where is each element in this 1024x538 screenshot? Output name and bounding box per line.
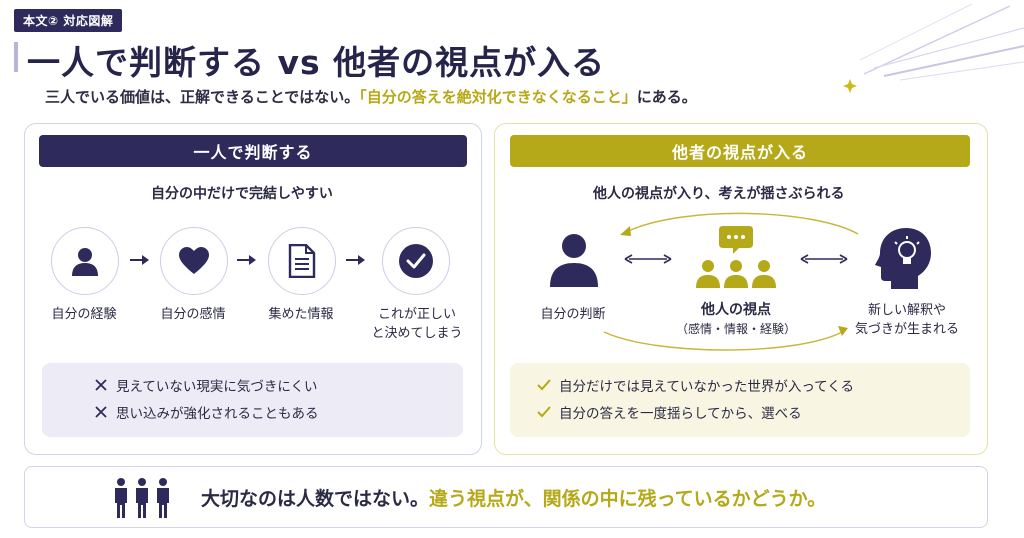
page-title: 一人で判断する vs 他者の視点が入る <box>27 43 606 82</box>
arrow-right-icon <box>237 255 256 265</box>
step-circle-decision <box>382 227 450 295</box>
person-icon <box>550 234 598 287</box>
arrow-right-icon <box>130 255 149 265</box>
step-label-experience: 自分の経験 <box>51 307 117 322</box>
cross-icon <box>95 379 107 391</box>
step-label-decision-line1: これが正しい <box>377 307 456 322</box>
step-circle-experience <box>51 227 119 295</box>
document-icon <box>288 244 316 278</box>
left-note-box: 見えていない現実に気づきにくい 思い込みが強化されることもある <box>42 363 463 437</box>
subtitle-suffix: にある。 <box>636 88 697 106</box>
cycle-arrows <box>603 212 859 351</box>
bottom-message-prefix: 大切なのは人数ではない。 <box>201 488 430 510</box>
right-panel-heading: 他者の視点が入る <box>510 135 970 167</box>
node-label-new-line2: 気づきが生まれる <box>854 322 959 337</box>
bottom-message-highlight: 違う視点が、関係の中に残っているかどうか。 <box>429 488 827 510</box>
sparkle-icon <box>843 79 857 93</box>
step-label-information: 集めた情報 <box>268 307 334 322</box>
left-note-text: 見えていない現実に気づきにくい <box>116 379 318 395</box>
node-label-others-line2: （感情・情報・経験） <box>675 322 796 336</box>
checkmark-icon <box>537 379 551 391</box>
node-label-new: 新しい解釈や 気づきが生まれる <box>842 301 972 339</box>
person-icon <box>72 248 98 276</box>
subtitle-prefix: 三人でいる価値は、正解できることではない。 <box>45 88 360 106</box>
left-caption: 自分の中だけで完結しやすい <box>151 186 333 202</box>
section-tag: 本文② 対応図解 <box>14 9 123 32</box>
left-note-item: 思い込みが強化されることもある <box>94 401 319 423</box>
shooting-star-decoration <box>843 3 1024 93</box>
right-caption: 他人の視点が入り、考えが揺さぶられる <box>593 186 845 202</box>
title-accent-bar <box>14 42 18 72</box>
idea-head-icon <box>875 228 931 289</box>
node-label-new-line1: 新しい解釈や <box>867 303 946 318</box>
left-panel-heading: 一人で判断する <box>39 135 467 167</box>
right-note-item: 自分だけでは見えていなかった世界が入ってくる <box>537 374 854 396</box>
check-icon <box>399 244 433 278</box>
right-note-item: 自分の答えを一度揺らしてから、選べる <box>537 401 854 423</box>
double-arrow-icon <box>624 254 672 264</box>
arrow-right-icon <box>346 255 365 265</box>
subtitle-highlight: 「自分の答えを絶対化できなくなること」 <box>359 88 637 106</box>
step-label-decision: これが正しい と決めてしまう <box>362 305 472 343</box>
heart-icon <box>179 247 209 274</box>
three-people-icon <box>115 478 169 518</box>
right-note-text: 自分の答えを一度揺らしてから、選べる <box>559 406 802 422</box>
node-label-others: 他人の視点 （感情・情報・経験） <box>664 301 808 339</box>
step-label-decision-line2: と決めてしまう <box>371 326 463 341</box>
step-circle-emotion <box>160 227 228 295</box>
group-icon <box>696 226 776 288</box>
right-note-box: 自分だけでは見えていなかった世界が入ってくる 自分の答えを一度揺らしてから、選べ… <box>510 363 970 437</box>
left-note-item: 見えていない現実に気づきにくい <box>94 374 319 396</box>
right-note-text: 自分だけでは見えていなかった世界が入ってくる <box>559 379 854 395</box>
node-label-self: 自分の判断 <box>540 307 606 322</box>
step-label-emotion: 自分の感情 <box>160 307 226 322</box>
cross-icon <box>95 406 107 418</box>
page-subtitle: 三人でいる価値は、正解できることではない。「自分の答えを絶対化できなくなること」… <box>45 86 697 107</box>
left-note-text: 思い込みが強化されることもある <box>116 406 319 422</box>
step-circle-information <box>268 227 336 295</box>
bottom-banner <box>24 466 988 528</box>
node-label-others-line1: 他人の視点 <box>701 302 771 318</box>
checkmark-icon <box>537 406 551 418</box>
bottom-message: 大切なのは人数ではない。違う視点が、関係の中に残っているかどうか。 <box>201 484 826 511</box>
double-arrow-icon <box>800 254 848 264</box>
